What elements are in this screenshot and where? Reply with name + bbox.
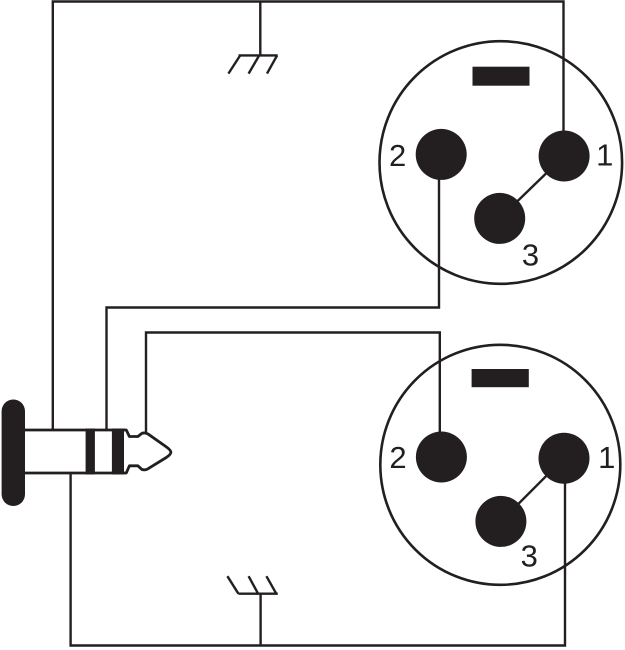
svg-text:1: 1 <box>598 440 615 475</box>
svg-text:1: 1 <box>596 137 613 172</box>
svg-text:3: 3 <box>521 539 538 574</box>
svg-text:2: 2 <box>389 138 406 173</box>
svg-text:3: 3 <box>522 238 539 273</box>
svg-text:2: 2 <box>389 440 406 475</box>
